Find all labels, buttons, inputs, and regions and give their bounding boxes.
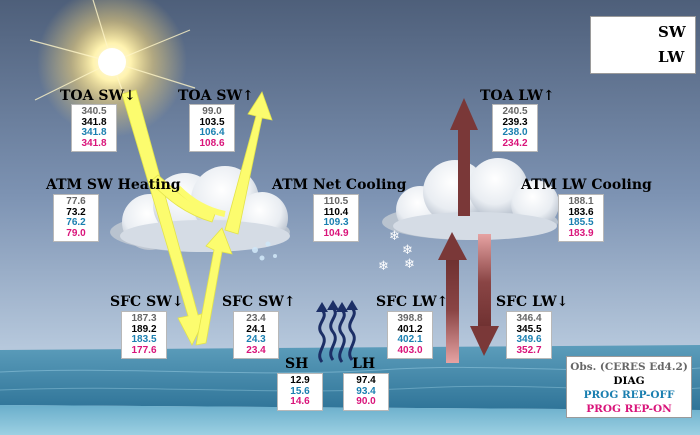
turbulent-flux-arrow-icon xyxy=(318,306,356,363)
legend-sw-label: SW xyxy=(658,23,686,41)
value-obs: 99.0 xyxy=(202,106,222,117)
value-prog-off: 109.3 xyxy=(323,217,349,228)
value-prog-on: 90.0 xyxy=(356,396,376,407)
svg-text:❄: ❄ xyxy=(389,229,400,244)
value-obs: 240.5 xyxy=(502,106,528,117)
atm-lw-cooling-label: ATM LW Cooling xyxy=(521,177,652,193)
atm-net-cooling-values: 110.5 110.4 109.3 104.9 xyxy=(313,194,359,242)
value-diag: 239.3 xyxy=(502,116,528,128)
value-diag: 401.2 xyxy=(397,323,423,335)
toa-lw-up-label: TOA LW↑ xyxy=(480,88,555,104)
value-diag: 12.9 xyxy=(290,375,310,386)
sfc-lw-up-values: 398.8 401.2 402.1 403.0 xyxy=(387,311,433,359)
value-diag: 103.5 xyxy=(199,116,225,128)
atm-lw-cooling-values: 188.1 183.6 185.5 183.9 xyxy=(558,194,604,242)
cloud-icon xyxy=(382,158,559,240)
sfc-sw-down-label: SFC SW↓ xyxy=(110,294,184,310)
sfc-lw-down-label: SFC LW↓ xyxy=(496,294,569,310)
value-prog-on: 14.6 xyxy=(290,396,310,407)
atm-sw-heating-values: 77.6 73.2 76.2 79.0 xyxy=(53,194,99,242)
toa-sw-down-label: TOA SW↓ xyxy=(60,88,136,104)
atm-sw-heating-label: ATM SW Heating xyxy=(46,177,181,193)
value-obs: 346.4 xyxy=(516,313,542,324)
atm-net-cooling-label: ATM Net Cooling xyxy=(272,177,407,193)
value-diag: 341.8 xyxy=(81,116,107,128)
lw-arrows xyxy=(438,98,499,363)
lh-label: LH xyxy=(352,356,376,372)
sh-label: SH xyxy=(285,356,309,372)
value-obs: 340.5 xyxy=(81,106,107,117)
legend-lw-label: LW xyxy=(658,48,685,66)
legend-box: SW LW xyxy=(590,16,696,74)
sw-arrows xyxy=(121,89,273,346)
sfc-sw-up-label: SFC SW↑ xyxy=(222,294,296,310)
toa-sw-down-values: 340.5 341.8 341.8 341.8 xyxy=(71,104,117,152)
value-diag: 24.1 xyxy=(246,323,266,335)
value-prog-off: 24.3 xyxy=(246,334,266,345)
value-prog-off: 341.8 xyxy=(81,127,107,138)
key-prog-on: PROG REP-ON xyxy=(586,403,672,415)
value-prog-on: 177.6 xyxy=(131,344,157,356)
series-key: Obs. (CERES Ed4.2) DIAG PROG REP-OFF PRO… xyxy=(566,356,692,418)
ocean-front xyxy=(0,405,700,435)
sfc-sw-down-values: 187.3 189.2 183.5 177.6 xyxy=(121,311,167,359)
value-obs: 110.5 xyxy=(323,196,349,207)
value-prog-off: 349.6 xyxy=(516,334,542,345)
value-prog-on: 234.2 xyxy=(502,137,528,149)
value-prog-on: 108.6 xyxy=(199,137,225,149)
value-diag: 183.6 xyxy=(568,206,594,218)
value-obs: 23.4 xyxy=(246,313,266,324)
value-prog-on: 104.9 xyxy=(323,227,349,239)
value-prog-off: 183.5 xyxy=(131,334,157,345)
value-prog-off: 93.4 xyxy=(356,385,376,397)
value-obs: 398.8 xyxy=(397,313,423,324)
value-prog-off: 402.1 xyxy=(397,334,423,345)
value-prog-off: 15.6 xyxy=(290,385,310,397)
value-prog-off: 76.2 xyxy=(66,217,86,228)
key-diag: DIAG xyxy=(613,375,645,387)
value-obs: 188.1 xyxy=(568,196,594,207)
value-prog-on: 183.9 xyxy=(568,227,594,239)
value-diag: 189.2 xyxy=(131,323,157,335)
sfc-lw-down-values: 346.4 345.5 349.6 352.7 xyxy=(506,311,552,359)
value-obs: 187.3 xyxy=(131,313,157,324)
toa-sw-up-values: 99.0 103.5 106.4 108.6 xyxy=(189,104,235,152)
sfc-lw-up-label: SFC LW↑ xyxy=(376,294,449,310)
value-prog-on: 23.4 xyxy=(246,344,266,356)
svg-text:❄: ❄ xyxy=(402,243,413,258)
value-diag: 345.5 xyxy=(516,323,542,335)
raindrops xyxy=(252,241,277,261)
snowflake-icon: ❄❄ ❄❄ xyxy=(378,229,415,274)
lh-values: 97.4 93.4 90.0 xyxy=(343,373,389,411)
value-diag: 110.4 xyxy=(323,206,349,218)
value-prog-off: 185.5 xyxy=(568,217,594,228)
value-obs: 77.6 xyxy=(66,196,86,207)
sfc-sw-up-values: 23.4 24.1 24.3 23.4 xyxy=(233,311,279,359)
svg-text:❄: ❄ xyxy=(378,259,389,274)
value-diag: 73.2 xyxy=(66,206,86,218)
value-prog-on: 341.8 xyxy=(81,137,107,149)
toa-sw-up-label: TOA SW↑ xyxy=(178,88,254,104)
toa-lw-up-values: 240.5 239.3 238.0 234.2 xyxy=(492,104,538,152)
value-prog-on: 79.0 xyxy=(66,227,86,239)
value-prog-off: 238.0 xyxy=(502,127,528,138)
value-prog-off: 106.4 xyxy=(199,127,225,138)
value-prog-on: 403.0 xyxy=(397,344,423,356)
key-obs: Obs. (CERES Ed4.2) xyxy=(570,361,688,373)
key-prog-off: PROG REP-OFF xyxy=(583,389,675,401)
value-prog-on: 352.7 xyxy=(516,344,542,356)
svg-text:❄: ❄ xyxy=(404,257,415,272)
value-diag: 97.4 xyxy=(356,375,376,386)
sh-values: 12.9 15.6 14.6 xyxy=(277,373,323,411)
